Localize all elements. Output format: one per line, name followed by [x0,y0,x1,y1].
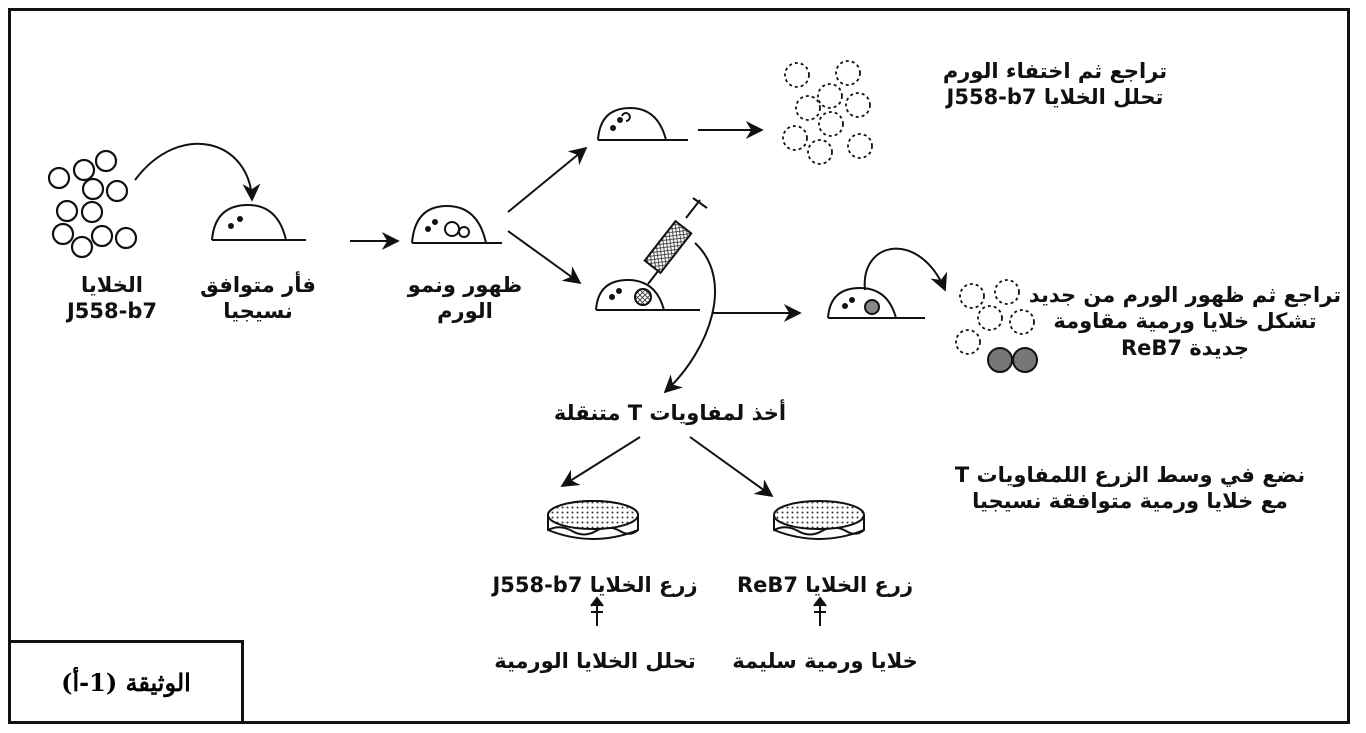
culture-instruction-label: نضع في وسط الزرع اللمفاويات T مع خلايا و… [935,462,1325,515]
mouse-4-injected [595,278,700,311]
outcome-1-line2: تحلل الخلايا J558-b7 [946,85,1164,110]
dissolved-cells [782,60,873,165]
injection-arrow [134,142,261,202]
cells-code-text: J558-b7 [66,299,157,324]
tumor-label: ظهور ونمو الورم [400,272,530,325]
dish-left-result-text: تحلل الخلايا الورمية [494,649,696,673]
culture-dish-left [547,500,639,540]
tumor-label-line2: الورم [437,299,493,324]
mouse-1 [211,203,306,241]
result-arrow-left [590,596,604,626]
culture-dish-right [773,500,865,540]
mouse-3-regression [597,106,688,141]
syringe-icon [643,197,708,285]
dish-right-result: خلايا ورمية سليمة [715,648,935,674]
arrow-to-resistant-cells [863,247,948,292]
cells-label-text: الخلايا [81,273,143,297]
dish-right-label-text: زرع الخلايا ReB7 [736,573,914,597]
mouse-5-reappearance [827,286,925,319]
dish-left-label-text: زرع الخلايا J558-b7 [492,573,698,597]
mouse-2-with-tumor [411,204,502,244]
tumor-label-line1: ظهور ونمو [407,273,523,297]
mouse-label: فأر متوافق نسيجيا [188,272,328,325]
arrow-to-left-dish [560,436,641,487]
take-t-cells-text: أخذ لمفاويات T متنقلة [553,401,787,425]
dish-left-result: تحلل الخلايا الورمية [460,648,730,674]
arrow-branch-down [507,230,582,285]
take-t-cells-label: أخذ لمفاويات T متنقلة [530,400,810,426]
tumor-cells-cluster [47,149,138,259]
document-label-box: الوثيقة (1-أ) [8,640,244,724]
result-arrow-right [813,596,827,626]
outcome-1-line1: تراجع ثم اختفاء الورم [942,59,1168,83]
dish-right-result-text: خلايا ورمية سليمة [732,649,918,673]
culture-instruction-line1: نضع في وسط الزرع اللمفاويات T [954,463,1306,487]
outcome-1-label: تراجع ثم اختفاء الورم تحلل الخلايا J558-… [905,58,1205,111]
arrow-branch-up [507,146,588,213]
dish-left-label: زرع الخلايا J558-b7 [470,572,720,598]
arrow-to-right-dish [689,436,774,498]
figure-frame [8,8,1350,724]
dish-right-label: زرع الخلايا ReB7 [720,572,930,598]
resistant-cells-cluster [955,279,1038,373]
culture-instruction-line2: مع خلايا ورمية متوافقة نسيجيا [972,489,1288,514]
outcome-2-line1: تراجع ثم ظهور الورم من جديد [1028,283,1342,307]
document-label: الوثيقة (1-أ) [61,667,191,697]
outcome-2-line2: تشكل خلايا ورمية مقاومة [1053,309,1317,334]
outcome-2-line3: جديدة ReB7 [1120,335,1250,360]
arrow-take-t-cells [663,242,717,394]
cells-label: الخلايا J558-b7 [62,272,162,325]
mouse-label-line2: نسيجيا [223,299,293,324]
mouse-label-line1: فأر متوافق [200,273,316,297]
outcome-2-label: تراجع ثم ظهور الورم من جديد تشكل خلايا و… [1020,282,1350,361]
